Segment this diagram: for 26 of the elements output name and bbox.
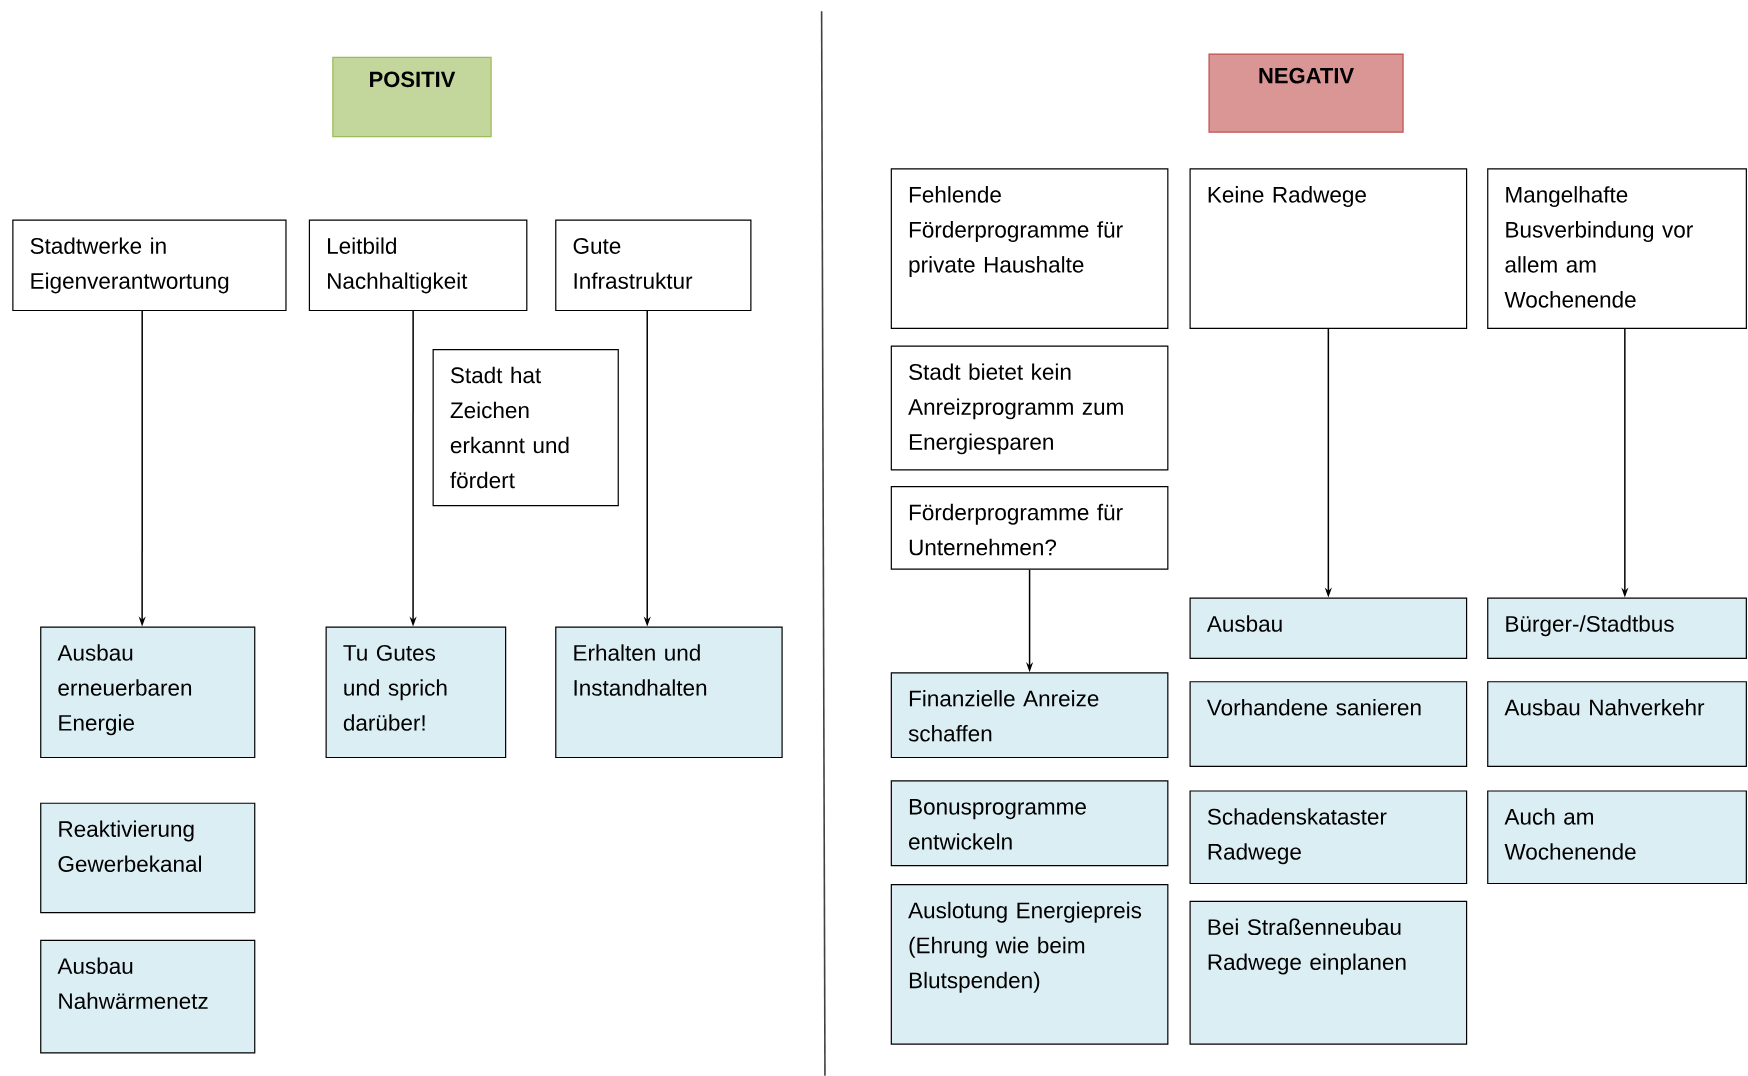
process-box: Vorhandene sanieren [1189,681,1468,768]
process-box: Keine Radwege [1189,168,1468,329]
process-box: Auslotung Energiepreis (Ehrung wie beim Blutspenden) [890,884,1169,1045]
process-box: Ausbau Nahverkehr [1487,681,1747,768]
process-box: Bei Straßenneubau Radwege einplanen [1189,900,1468,1045]
process-box: Förderprogramme für Unternehmen? [890,486,1169,570]
process-box: Ausbau erneuerbaren Energie [40,626,256,759]
process-box: Finanzielle Anreize schaffen [890,672,1169,759]
process-box: Stadt hat Zeichen erkannt und fördert [432,348,619,507]
process-box: Stadt bietet kein Anreizprogramm zum Energiesparen [890,345,1169,471]
process-box: Mangelhafte Busverbindung vor allem am Wochenende [1487,168,1747,329]
process-box: Bonusprogramme entwickeln [890,780,1169,867]
process-box: Erhalten und Instandhalten [555,626,783,759]
process-box: Bürger-/Stadtbus [1487,597,1747,659]
heading-box: POSITIV [332,56,492,138]
heading-box: NEGATIV [1208,53,1404,133]
process-box: Ausbau Nahwärmenetz [40,939,256,1054]
process-box: Schadenskataster Radwege [1189,790,1468,885]
process-box: Reaktivierung Gewerbekanal [40,802,256,914]
process-box: Tu Gutes und sprich darüber! [325,626,507,759]
process-box: Stadtwerke in Eigenverantwortung [12,219,287,312]
process-box: Auch am Wochenende [1487,790,1747,885]
process-box: Gute Infrastruktur [555,219,752,312]
process-box: Ausbau [1189,597,1468,659]
process-box: Leitbild Nachhaltigkeit [308,219,528,312]
process-box: Fehlende Förderprogramme für private Haushalte [890,168,1169,329]
